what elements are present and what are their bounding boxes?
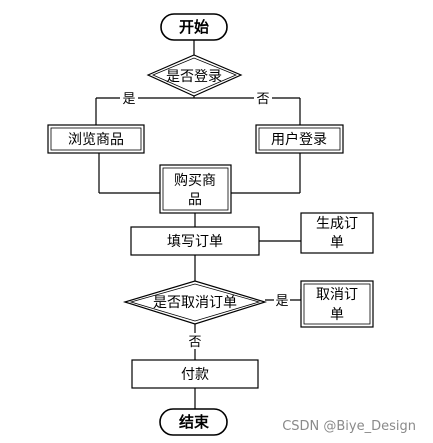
start-terminal: 开始 <box>160 13 228 41</box>
generate-order-label-1: 生成订 <box>316 216 358 232</box>
user-login-label: 用户登录 <box>271 131 327 148</box>
fill-order-label: 填写订单 <box>167 234 223 250</box>
cancel-no-label: 否 <box>188 335 201 350</box>
start-label: 开始 <box>179 18 209 36</box>
end-terminal: 结束 <box>159 408 228 436</box>
buy-product-box: 购买商 品 <box>159 164 232 214</box>
buy-product-label-1: 购买商 <box>174 173 216 189</box>
generate-order-label-2: 单 <box>330 235 344 251</box>
fill-order-box: 填写订单 <box>130 226 260 256</box>
user-login-box: 用户登录 <box>255 124 344 154</box>
cancel-decision: 是否取消订单 <box>122 280 268 325</box>
browse-products-box: 浏览商品 <box>47 124 145 154</box>
buy-product-label-2: 品 <box>188 192 202 208</box>
login-no-label: 否 <box>256 92 269 107</box>
cancel-order-label-1: 取消订 <box>316 287 358 303</box>
browse-products-label: 浏览商品 <box>68 132 124 148</box>
generate-order-box: 生成订 单 <box>300 212 374 254</box>
pay-label: 付款 <box>181 367 209 383</box>
cancel-order-label-2: 单 <box>330 307 344 323</box>
pay-box: 付款 <box>131 359 259 389</box>
end-label: 结束 <box>179 413 210 431</box>
cancel-decision-label: 是否取消订单 <box>153 295 237 311</box>
login-decision-label: 是否登录 <box>166 69 222 85</box>
login-yes-label: 是 <box>122 92 135 107</box>
login-decision: 是否登录 <box>146 54 243 97</box>
cancel-yes-label: 是 <box>275 294 288 309</box>
cancel-order-box: 取消订 单 <box>300 280 374 328</box>
watermark-text: CSDN @Biye_Design <box>282 419 416 434</box>
